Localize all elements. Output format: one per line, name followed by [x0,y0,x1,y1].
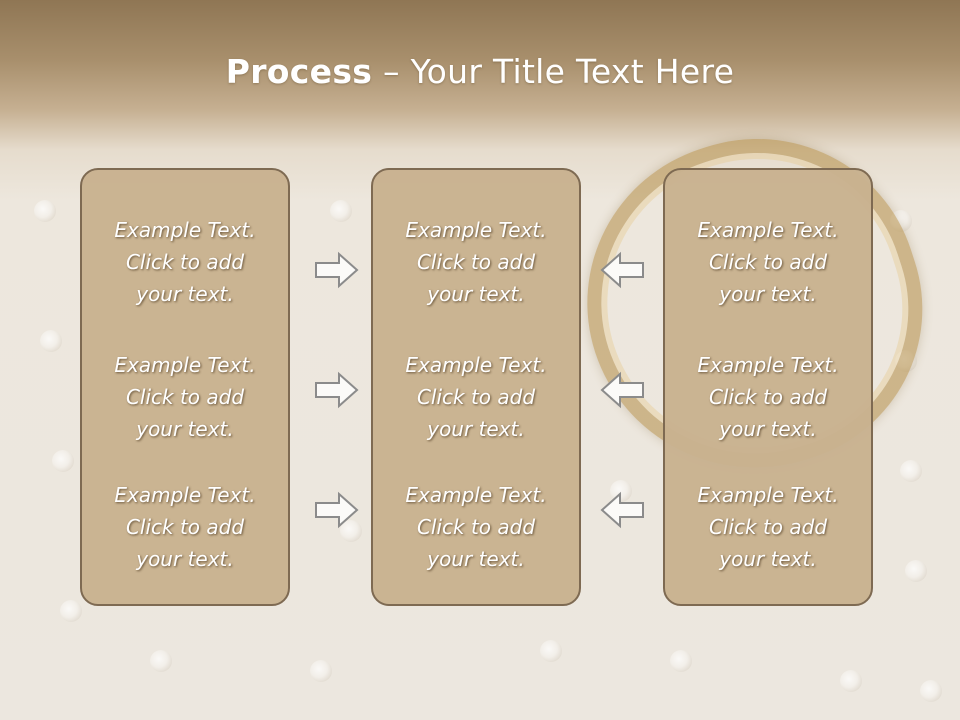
process-box-right[interactable]: Example Text. Click to add your text. Ex… [663,168,873,606]
text-line: your text. [719,417,817,441]
process-box-left[interactable]: Example Text. Click to add your text. Ex… [80,168,290,606]
text-block[interactable]: Example Text. Click to add your text. [82,349,288,445]
text-line: Example Text. [697,218,839,242]
text-block[interactable]: Example Text. Click to add your text. [82,214,288,310]
text-line: your text. [427,547,525,571]
bg-bead [900,460,922,482]
text-line: Example Text. [114,483,256,507]
title-rest: – Your Title Text Here [372,52,735,91]
text-line: Example Text. [114,353,256,377]
bg-bead [890,210,912,232]
bg-bead [52,450,74,472]
text-line: Example Text. [405,218,547,242]
text-line: your text. [427,282,525,306]
bg-bead [905,560,927,582]
text-line: Example Text. [697,483,839,507]
text-line: your text. [719,547,817,571]
text-block[interactable]: Example Text. Click to add your text. [665,214,871,310]
left-arrow-icon[interactable] [598,490,646,530]
right-arrow-icon[interactable] [313,490,361,530]
text-line: Click to add [416,385,536,409]
left-arrow-icon[interactable] [598,370,646,410]
text-line: your text. [136,282,234,306]
text-line: Click to add [708,515,828,539]
text-line: Click to add [708,250,828,274]
title-bold: Process [225,52,373,91]
bg-bead [330,200,352,222]
text-line: Example Text. [114,218,256,242]
text-line: your text. [719,282,817,306]
text-block[interactable]: Example Text. Click to add your text. [373,214,579,310]
bg-bead [150,650,172,672]
bg-bead [540,640,562,662]
bg-bead [920,680,942,702]
text-block[interactable]: Example Text. Click to add your text. [373,479,579,575]
text-line: your text. [427,417,525,441]
bg-bead [340,520,362,542]
text-line: your text. [136,417,234,441]
bg-bead [670,650,692,672]
bg-bead [610,480,632,502]
text-block[interactable]: Example Text. Click to add your text. [665,479,871,575]
text-block[interactable]: Example Text. Click to add your text. [665,349,871,445]
bg-bead [40,330,62,352]
process-box-center[interactable]: Example Text. Click to add your text. Ex… [371,168,581,606]
bg-bead [895,350,917,372]
text-line: Click to add [416,515,536,539]
bg-bead [60,600,82,622]
text-line: Click to add [125,250,245,274]
bg-bead [840,670,862,692]
bg-bead [34,200,56,222]
text-block[interactable]: Example Text. Click to add your text. [82,479,288,575]
text-line: Click to add [416,250,536,274]
slide-title[interactable]: Process – Your Title Text Here [0,52,960,91]
bg-bead [310,660,332,682]
text-line: Example Text. [697,353,839,377]
text-line: your text. [136,547,234,571]
right-arrow-icon[interactable] [313,370,361,410]
left-arrow-icon[interactable] [598,250,646,290]
text-block[interactable]: Example Text. Click to add your text. [373,349,579,445]
right-arrow-icon[interactable] [313,250,361,290]
text-line: Click to add [125,385,245,409]
text-line: Click to add [708,385,828,409]
text-line: Example Text. [405,353,547,377]
text-line: Example Text. [405,483,547,507]
text-line: Click to add [125,515,245,539]
